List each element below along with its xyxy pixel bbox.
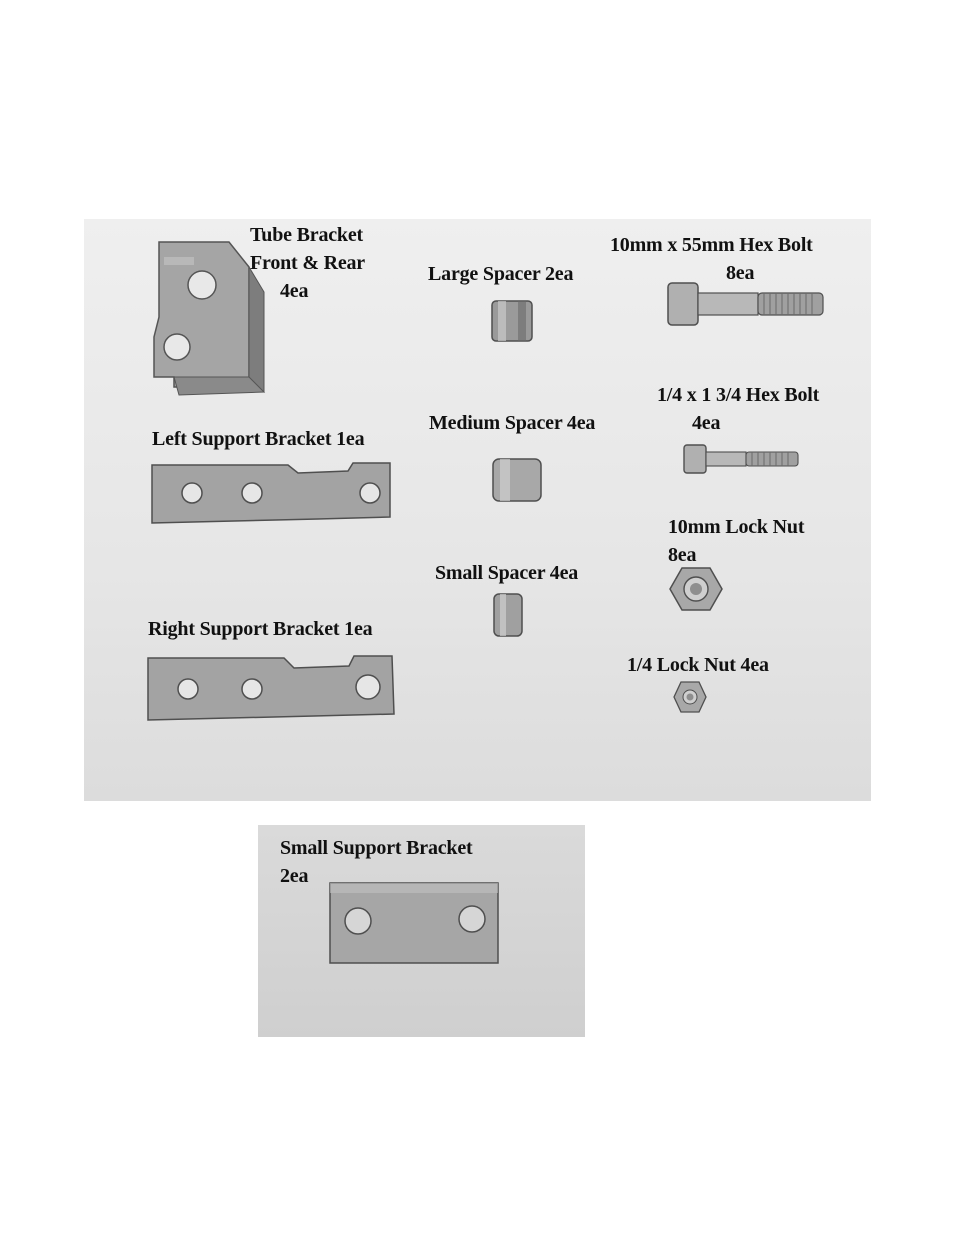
large-spacer-image <box>491 300 533 342</box>
large-spacer-text: Large Spacer 2ea <box>428 263 574 285</box>
hex-bolt-10mm-line1: 10mm x 55mm Hex Bolt <box>610 234 813 256</box>
hex-bolt-quarter-line2: 4ea <box>692 412 721 434</box>
lock-nut-10mm-image <box>669 567 723 611</box>
small-spacer-label: Small Spacer 4ea <box>435 559 578 587</box>
medium-spacer-image <box>492 458 542 502</box>
hex-bolt-quarter-line1: 1/4 x 1 3/4 Hex Bolt <box>657 384 820 406</box>
lock-nut-10mm-line1: 10mm Lock Nut <box>668 516 805 538</box>
right-support-bracket-image <box>147 655 395 721</box>
small-spacer-image <box>493 593 523 637</box>
lock-nut-quarter-text: 1/4 Lock Nut 4ea <box>627 654 769 676</box>
tube-bracket-line2: Front & Rear <box>250 252 365 274</box>
tube-bracket-line3: 4ea <box>280 280 309 302</box>
left-support-bracket-text: Left Support Bracket 1ea <box>152 428 365 450</box>
small-support-bracket-image <box>329 882 499 964</box>
left-support-bracket-image <box>151 462 391 524</box>
lock-nut-10mm-label: 10mm Lock Nut 8ea <box>668 513 804 569</box>
medium-spacer-label: Medium Spacer 4ea <box>429 409 595 437</box>
hex-bolt-10mm-image <box>667 282 824 326</box>
small-support-bracket-photo: Small Support Bracket 2ea <box>258 825 585 1037</box>
hex-bolt-10mm-line2: 8ea <box>726 262 755 284</box>
large-spacer-label: Large Spacer 2ea <box>428 260 573 288</box>
lock-nut-quarter-image <box>673 681 707 713</box>
tube-bracket-line1: Tube Bracket <box>250 224 363 246</box>
tube-bracket-label: Tube Bracket Front & Rear 4ea <box>250 221 365 305</box>
hex-bolt-quarter-image <box>683 444 799 474</box>
small-support-bracket-label: Small Support Bracket 2ea <box>280 834 473 890</box>
lock-nut-10mm-line2: 8ea <box>668 544 697 566</box>
left-support-bracket-label: Left Support Bracket 1ea <box>152 425 365 453</box>
tube-bracket-image <box>153 241 266 396</box>
small-spacer-text: Small Spacer 4ea <box>435 562 579 584</box>
hex-bolt-quarter-label: 1/4 x 1 3/4 Hex Bolt 4ea <box>657 381 819 437</box>
right-support-bracket-text: Right Support Bracket 1ea <box>148 618 373 640</box>
right-support-bracket-label: Right Support Bracket 1ea <box>148 615 373 643</box>
medium-spacer-text: Medium Spacer 4ea <box>429 412 596 434</box>
small-support-bracket-line2: 2ea <box>280 865 309 887</box>
hardware-photo: Tube Bracket Front & Rear 4ea Large Spac… <box>84 219 871 801</box>
hex-bolt-10mm-label: 10mm x 55mm Hex Bolt 8ea <box>610 231 813 287</box>
lock-nut-quarter-label: 1/4 Lock Nut 4ea <box>627 651 769 679</box>
small-support-bracket-line1: Small Support Bracket <box>280 837 473 859</box>
